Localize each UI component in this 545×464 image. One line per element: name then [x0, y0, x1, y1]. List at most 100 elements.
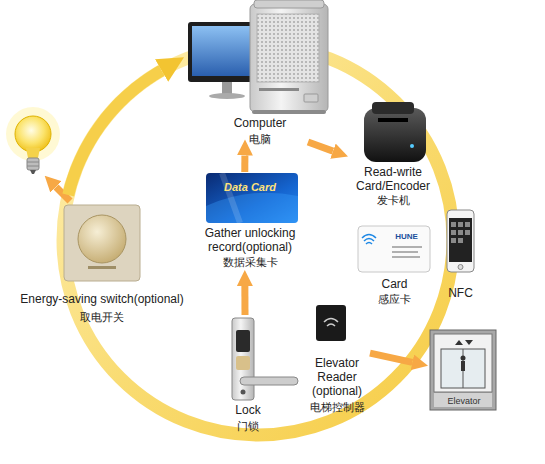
flow-arrow [68, 70, 161, 195]
switch-dial [78, 215, 126, 263]
node-label: Elevator Reader (optional) [304, 356, 370, 398]
component-node: Elevator Reader (optional) 电梯控制器 [304, 300, 370, 418]
node-label: 感应卡 [352, 292, 437, 306]
phone-body [447, 210, 474, 272]
component-node: Energy-saving switch(optional) 取电开关 [12, 195, 192, 330]
person-sign [461, 356, 466, 361]
wave-symbol [362, 235, 376, 239]
component-node: Data CardGather unlocking record(optiona… [192, 172, 308, 270]
port-panel [304, 94, 318, 102]
flow-arrow [241, 156, 248, 173]
app-icon [458, 238, 463, 243]
node-label: Read-write Card/Encoder [348, 165, 438, 193]
node-label: Computer [185, 116, 335, 130]
tower-case [250, 4, 328, 112]
key-hole [241, 390, 246, 395]
bulb-glow [6, 107, 60, 161]
card-line [392, 256, 420, 258]
component-node: Elevator [428, 328, 500, 412]
component-node: NFC [438, 205, 483, 303]
node-label: 发卡机 [348, 193, 438, 207]
node-label: Energy-saving switch(optional) [12, 292, 192, 306]
tower-foot [252, 110, 326, 114]
elevator-panel [434, 334, 492, 392]
node-label: 门锁 [218, 419, 278, 433]
node-label: HUNE [364, 230, 449, 244]
wave-symbol [324, 319, 338, 323]
encoder-body [364, 108, 426, 162]
node-label: Card [352, 277, 437, 291]
down-sign [465, 340, 473, 345]
drive-slot [259, 88, 299, 91]
bulb-neck [26, 148, 40, 158]
card-illustration [358, 226, 430, 272]
card-sheen [222, 173, 240, 223]
component-node: Read-write Card/Encoder发卡机 [348, 95, 438, 207]
tower-grill [257, 14, 319, 82]
data-card [206, 173, 298, 223]
app-icon [451, 238, 456, 243]
bulb-tip [30, 170, 36, 174]
tower-handle [254, 0, 324, 8]
node-label: Gather unlocking record(optional) [192, 226, 308, 254]
lock-handle [240, 377, 298, 385]
node-label: 电梯控制器 [304, 400, 370, 414]
node-label: Data Card [192, 180, 308, 194]
flow-arrow [241, 286, 248, 315]
monitor-stand [222, 82, 232, 94]
app-icon [451, 230, 456, 235]
node-label: 电脑 [185, 132, 335, 146]
computer-illustration [188, 0, 328, 114]
switch-plate [64, 205, 140, 281]
lock-illustration [232, 318, 298, 400]
elevator-door [441, 349, 485, 388]
card-slot [378, 118, 408, 122]
app-icon [458, 222, 463, 227]
node-label: Elevator [428, 394, 500, 408]
monitor-foot [209, 93, 245, 99]
reader-body [316, 305, 346, 341]
bulb-glass [15, 116, 51, 152]
node-label: Lock [218, 403, 278, 417]
bulb-thread [27, 166, 39, 167]
phone-screen [449, 218, 472, 262]
node-label: 数据采集卡 [192, 255, 308, 269]
person-sign [461, 361, 465, 371]
card-line [392, 251, 418, 253]
node-label: NFC [438, 286, 483, 300]
key-card [358, 226, 430, 272]
wave-symbol [364, 239, 374, 242]
light-bulb [6, 107, 60, 174]
wave-symbol [366, 243, 372, 245]
app-icon [465, 230, 470, 235]
data-card-illustration [206, 173, 298, 223]
flow-arrow [370, 353, 412, 362]
up-sign [455, 340, 463, 345]
status-light [410, 144, 414, 148]
component-node: HUNECard感应卡 [352, 222, 437, 310]
node-label: 取电开关 [12, 310, 192, 324]
flow-arrow [308, 142, 333, 151]
app-icon [465, 222, 470, 227]
card-reader [236, 330, 250, 352]
card-slot [88, 266, 116, 269]
app-icon [458, 230, 463, 235]
component-node: Computer电脑 [185, 0, 335, 142]
lock-trim [236, 356, 250, 370]
bulb-thread [27, 162, 39, 163]
app-icon [451, 222, 456, 227]
encoder-illustration [364, 102, 426, 162]
reader-illustration [316, 305, 346, 341]
phone-illustration [447, 210, 474, 272]
bulb-base [27, 158, 39, 170]
lock-plate [232, 318, 254, 400]
switch-illustration [64, 205, 140, 281]
home-button [458, 265, 463, 270]
card-sheen [206, 193, 298, 223]
encoder-top [372, 102, 414, 114]
wave-symbol [327, 324, 335, 326]
component-node: Lock 门锁 [218, 315, 278, 437]
card-line [392, 246, 422, 248]
